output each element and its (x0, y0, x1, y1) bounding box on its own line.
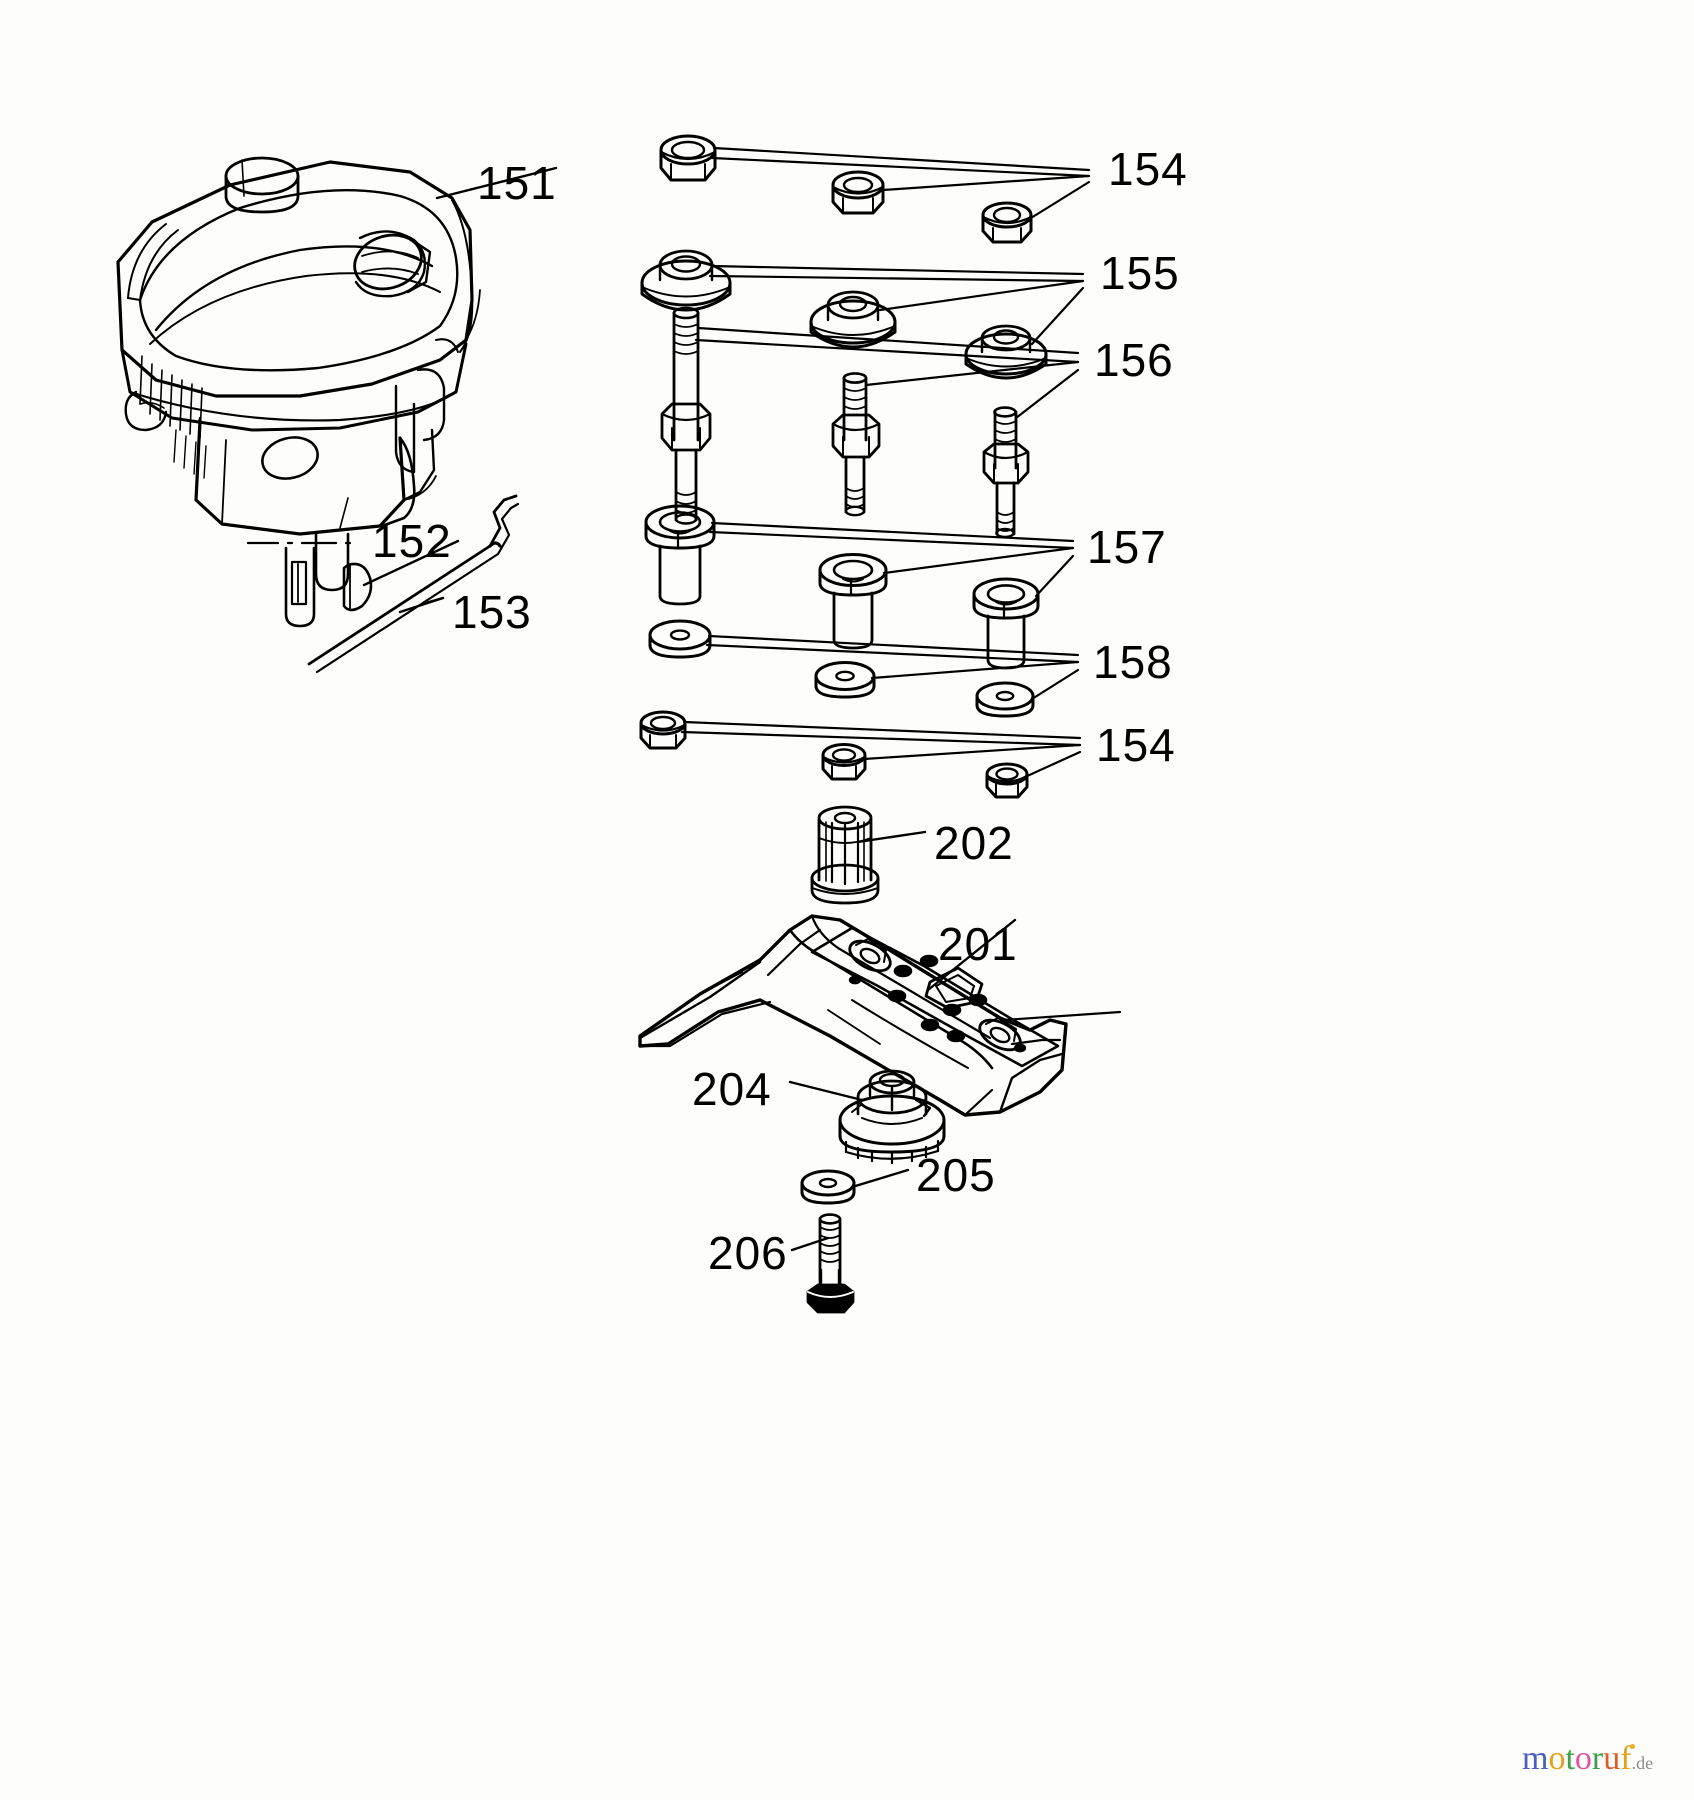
part-label-206[interactable]: 206 (708, 1227, 788, 1279)
leader-line-157b (882, 546, 1075, 575)
flat-washer-1 (648, 619, 712, 659)
lock-nut-bottom-1 (639, 710, 687, 750)
motoruf-watermark: motoruf.de (1522, 1742, 1653, 1776)
leader-line-157c (1034, 554, 1075, 598)
flanged-bushing-1 (640, 249, 732, 312)
lock-nut-top-3 (981, 201, 1033, 244)
leader-line-201main (926, 918, 1017, 992)
part-label-157[interactable]: 157 (1087, 521, 1167, 573)
leader-line-157a (710, 521, 1075, 543)
flywheel-key-drawing (246, 541, 373, 628)
lock-nut-bottom-2 (821, 743, 867, 781)
throttle-cable-drawing (307, 494, 520, 674)
leader-line-158a2 (705, 643, 1080, 664)
flat-washer-3 (975, 681, 1035, 718)
leader-line-202 (856, 830, 927, 844)
shoulder-bolt-3 (982, 406, 1030, 539)
part-label-205[interactable]: 205 (916, 1149, 996, 1201)
leader-line-156c (1014, 368, 1080, 420)
leader-line-204 (788, 1080, 864, 1102)
blade-washer-drawing (800, 1169, 856, 1205)
leader-line-154f (1023, 750, 1082, 779)
spacer-bushing-1 (644, 504, 716, 606)
spacer-bushing-3 (972, 577, 1040, 670)
leader-line-154b (881, 174, 1091, 192)
shoulder-bolt-2 (831, 372, 881, 517)
part-label-155[interactable]: 155 (1100, 247, 1180, 299)
part-label-201[interactable]: 201 (938, 918, 1018, 970)
shoulder-bolt-1 (660, 306, 712, 525)
part-label-158[interactable]: 158 (1093, 636, 1173, 688)
leader-line-158b (870, 660, 1080, 680)
leader-line-152 (362, 539, 460, 587)
leader-line-201c (1002, 1010, 1122, 1022)
leader-line-155a (710, 264, 1085, 276)
blade-coupler-drawing (810, 805, 880, 905)
part-label-152[interactable]: 152 (372, 515, 452, 567)
leader-line-158c (1030, 668, 1080, 701)
watermark-letter-f: f (1620, 1740, 1632, 1777)
part-label-151[interactable]: 151 (477, 157, 557, 209)
part-label-156[interactable]: 156 (1094, 334, 1174, 386)
flanged-bushing-2 (809, 290, 897, 349)
leader-line-156a2 (694, 338, 1080, 364)
engine-assembly-drawing (116, 156, 481, 592)
part-label-204[interactable]: 204 (692, 1063, 772, 1115)
leader-line-156b (864, 360, 1080, 387)
leader-line-151 (435, 166, 558, 200)
watermark-letter-r: r (1591, 1740, 1604, 1777)
watermark-letter-m: m (1522, 1740, 1549, 1777)
watermark-letter-o1: o (1548, 1740, 1566, 1777)
leader-line-154a (712, 146, 1091, 172)
watermark-letter-u: u (1603, 1740, 1621, 1777)
mower-blade-drawing (638, 914, 1068, 1117)
leader-line-156a (696, 326, 1080, 355)
lock-nut-bottom-3 (985, 762, 1029, 799)
leader-line-153b (398, 596, 445, 614)
watermark-letter-t: t (1565, 1740, 1575, 1777)
leader-line-155c (1030, 286, 1085, 346)
leader-line-154d2 (680, 730, 1082, 747)
leader-line-206 (790, 1236, 830, 1252)
flanged-bushing-3 (964, 324, 1048, 380)
leader-line-154d (682, 720, 1082, 740)
leader-line-154e (862, 743, 1082, 761)
lock-nut-top-1 (659, 134, 717, 182)
leader-line-154a2 (710, 156, 1091, 178)
watermark-accent-dot (1630, 1744, 1635, 1749)
blade-bolt-drawing (806, 1213, 855, 1314)
watermark-letter-o2: o (1574, 1740, 1592, 1777)
watermark-suffix: .de (1631, 1753, 1654, 1773)
blade-adapter-drawing (838, 1069, 946, 1165)
leader-line-154c (1029, 180, 1091, 220)
lock-nut-top-2 (831, 170, 885, 215)
leader-line-157a2 (708, 530, 1075, 550)
leader-line-205 (850, 1168, 910, 1189)
part-label-153[interactable]: 153 (452, 586, 532, 638)
part-label-154-top[interactable]: 154 (1108, 143, 1188, 195)
spacer-bushing-2 (818, 553, 888, 650)
part-label-202[interactable]: 202 (934, 817, 1014, 869)
leader-line-155a2 (708, 274, 1085, 283)
flat-washer-2 (814, 661, 876, 699)
part-label-154-bottom[interactable]: 154 (1096, 719, 1176, 771)
leader-line-158a (707, 634, 1080, 657)
leader-line-155b (878, 279, 1085, 312)
